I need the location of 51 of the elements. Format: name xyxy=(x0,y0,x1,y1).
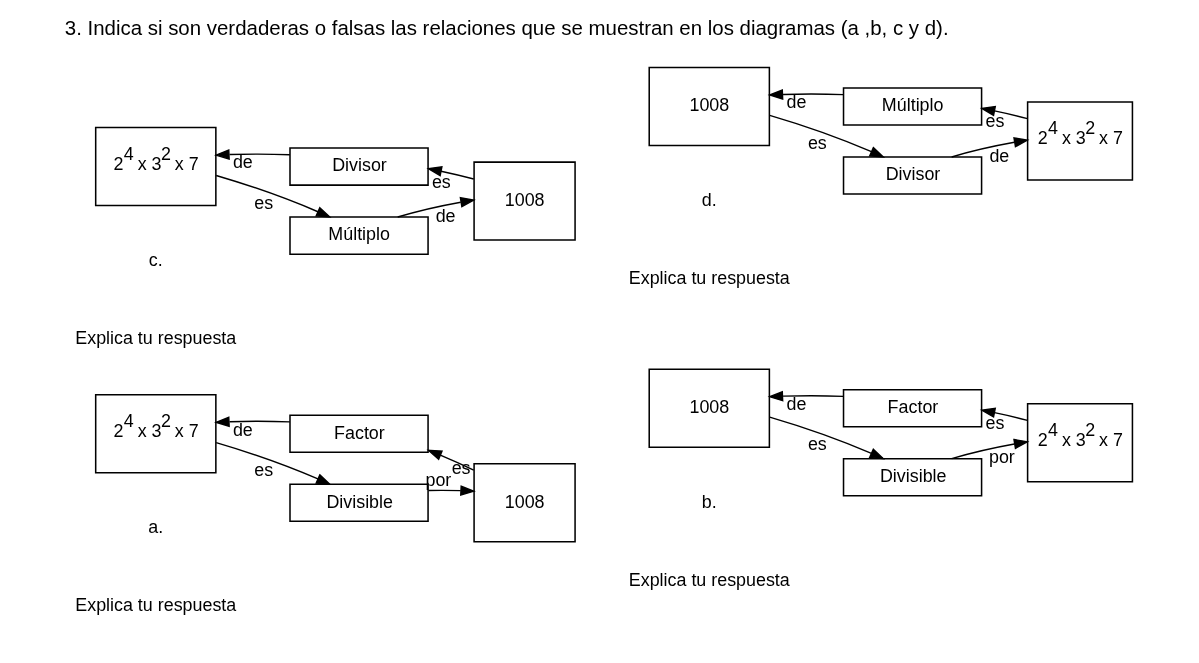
edge-label: de xyxy=(232,419,253,440)
node-box: Factor xyxy=(842,388,982,428)
edge-label: por xyxy=(988,447,1015,468)
edge-label: es xyxy=(807,434,827,455)
edge-label: es xyxy=(253,192,273,213)
arrow xyxy=(950,438,1029,460)
edge-label: de xyxy=(785,92,806,113)
arrow xyxy=(950,136,1029,158)
node-box: 1008 xyxy=(472,463,576,543)
label: Explica tu respuesta xyxy=(74,327,236,348)
node-box: Divisor xyxy=(288,147,429,186)
node-box: Múltiplo xyxy=(288,216,429,255)
edge-label: de xyxy=(785,394,806,415)
label: d. xyxy=(701,189,717,210)
edge-label: es xyxy=(431,171,451,192)
edge-label: es xyxy=(451,458,471,479)
label: Explica tu respuesta xyxy=(628,267,790,288)
arrow xyxy=(767,89,844,100)
arrow xyxy=(768,416,885,460)
node-box: 1008 xyxy=(472,161,576,241)
node-box: Múltiplo xyxy=(842,87,982,126)
label: c. xyxy=(148,249,163,270)
edge-label: es xyxy=(807,132,827,153)
edge-label: de xyxy=(988,145,1009,166)
edge-label: es xyxy=(253,459,273,480)
arrow xyxy=(213,416,291,428)
label: Explica tu respuesta xyxy=(628,569,790,590)
node-box: Factor xyxy=(288,414,429,454)
arrow xyxy=(427,485,476,497)
node-box: 1008 xyxy=(647,368,770,448)
diagram-title: 3. Indica si son verdaderas o falsas las relaciones que se muestran en los diagramas (a ,b, c y d). xyxy=(64,15,949,39)
arrow xyxy=(426,449,474,471)
node-box: Divisible xyxy=(842,457,982,497)
arrow xyxy=(213,149,291,161)
arrow xyxy=(215,441,332,486)
arrow xyxy=(215,174,332,218)
edge-label: es xyxy=(984,111,1004,132)
arrow xyxy=(979,105,1028,120)
node-box: Divisor xyxy=(842,156,982,195)
edge-label: de xyxy=(435,205,456,226)
edge-label: de xyxy=(232,152,253,173)
arrow xyxy=(396,196,476,218)
label: a. xyxy=(147,517,163,538)
arrow xyxy=(425,166,474,180)
node-box: 1008 xyxy=(647,66,770,147)
label: Explica tu respuesta xyxy=(74,595,236,616)
label: b. xyxy=(701,491,717,512)
arrow xyxy=(768,114,885,158)
edge-label: es xyxy=(984,413,1004,434)
arrow xyxy=(979,407,1028,422)
arrow xyxy=(767,390,844,402)
